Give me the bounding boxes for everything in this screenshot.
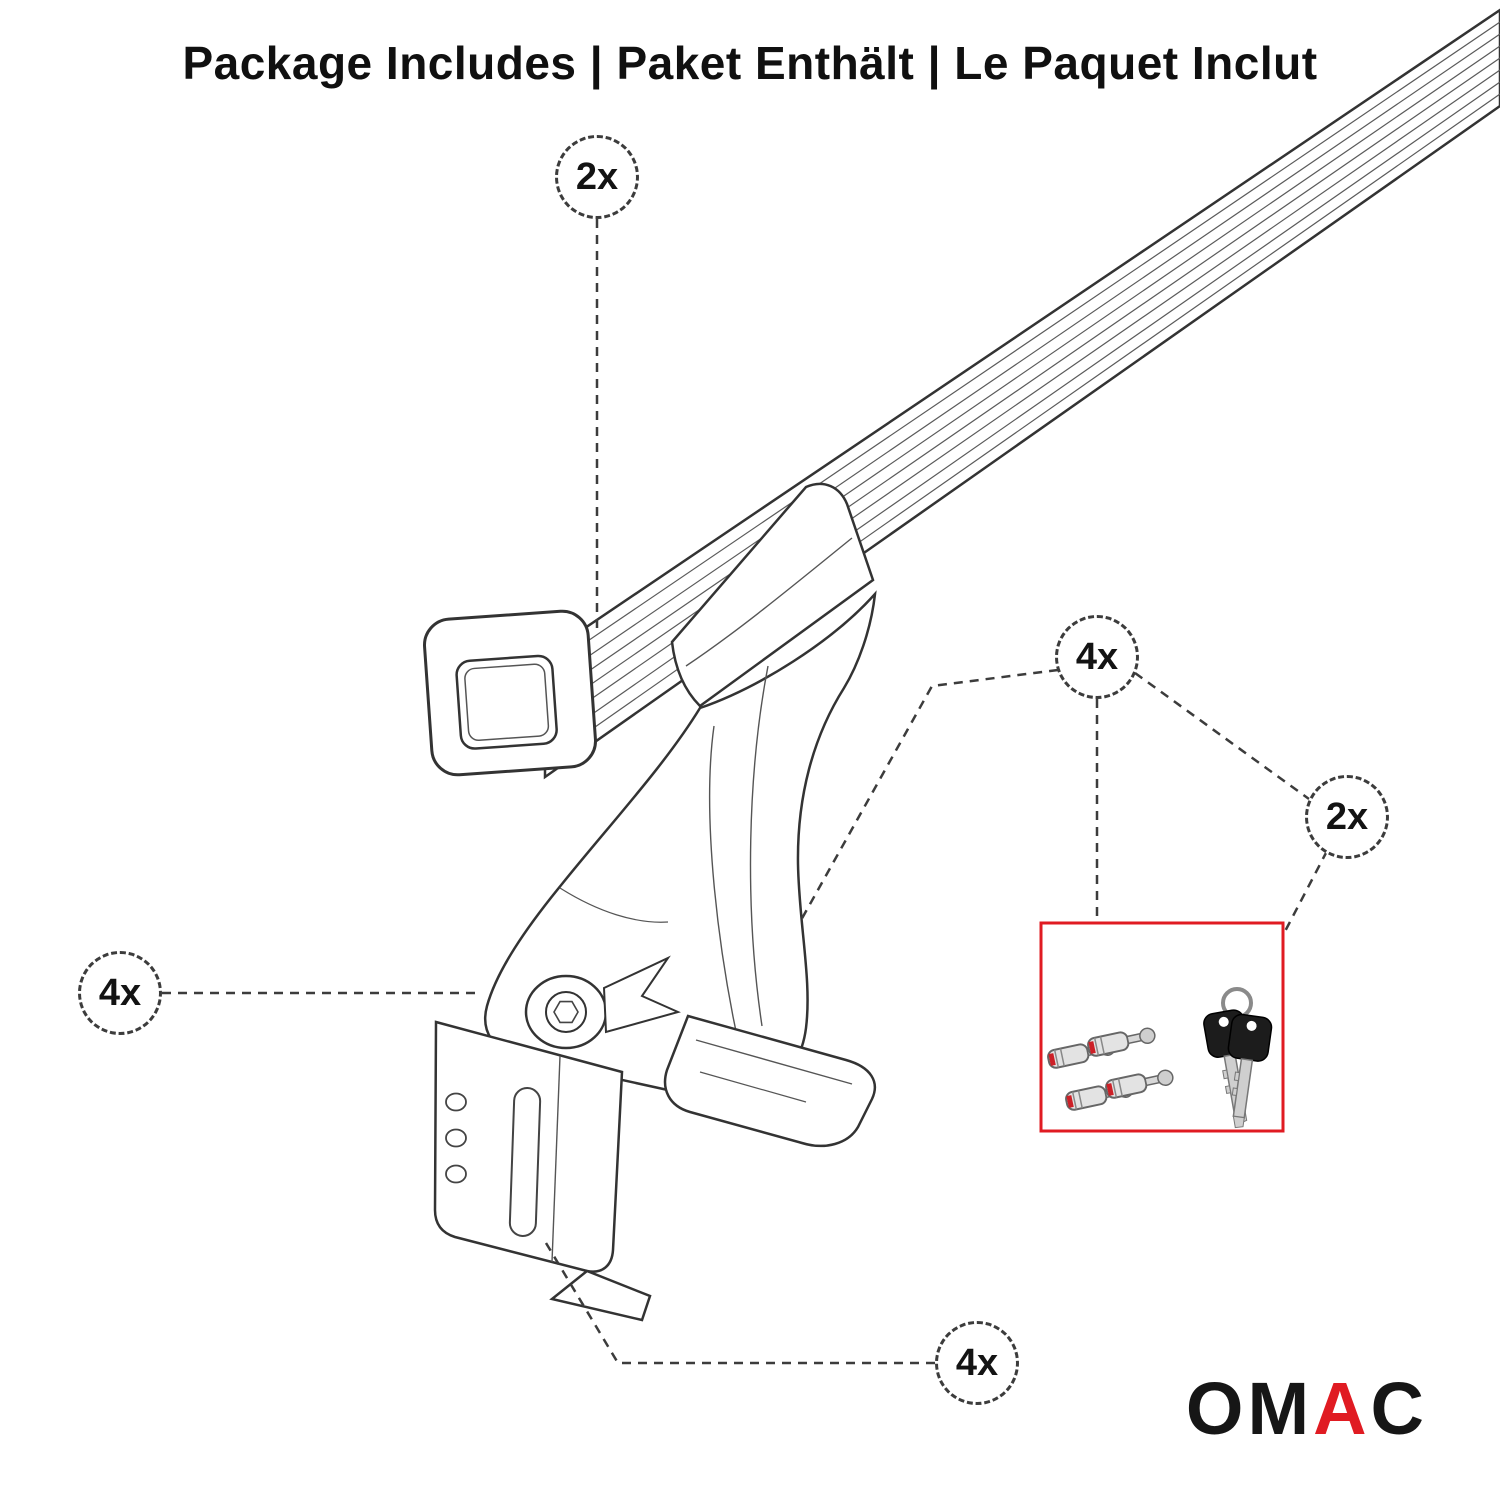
callout-key-qty: 2x [1305,775,1389,859]
clamp-plate-icon [433,1020,652,1322]
callout-crossbar-qty: 2x [555,135,639,219]
parts-box [1039,921,1285,1133]
keys-icon [1201,987,1274,1132]
callout-foot-qty: 4x [78,951,162,1035]
logo-text-suffix: C [1370,1367,1428,1450]
page-title: Package Includes | Paket Enthält | Le Pa… [182,37,1318,89]
mounting-foot-icon [484,482,877,1148]
leader-lines [162,219,1329,1365]
logo-text-prefix: OM [1185,1367,1314,1450]
end-cap-icon [423,609,597,777]
logo-text-accent: A [1313,1367,1371,1450]
omac-logo: OMAC [1186,1366,1428,1451]
callout-lock-cylinder-qty: 4x [1055,615,1139,699]
callout-clamp-qty: 4x [935,1321,1019,1405]
